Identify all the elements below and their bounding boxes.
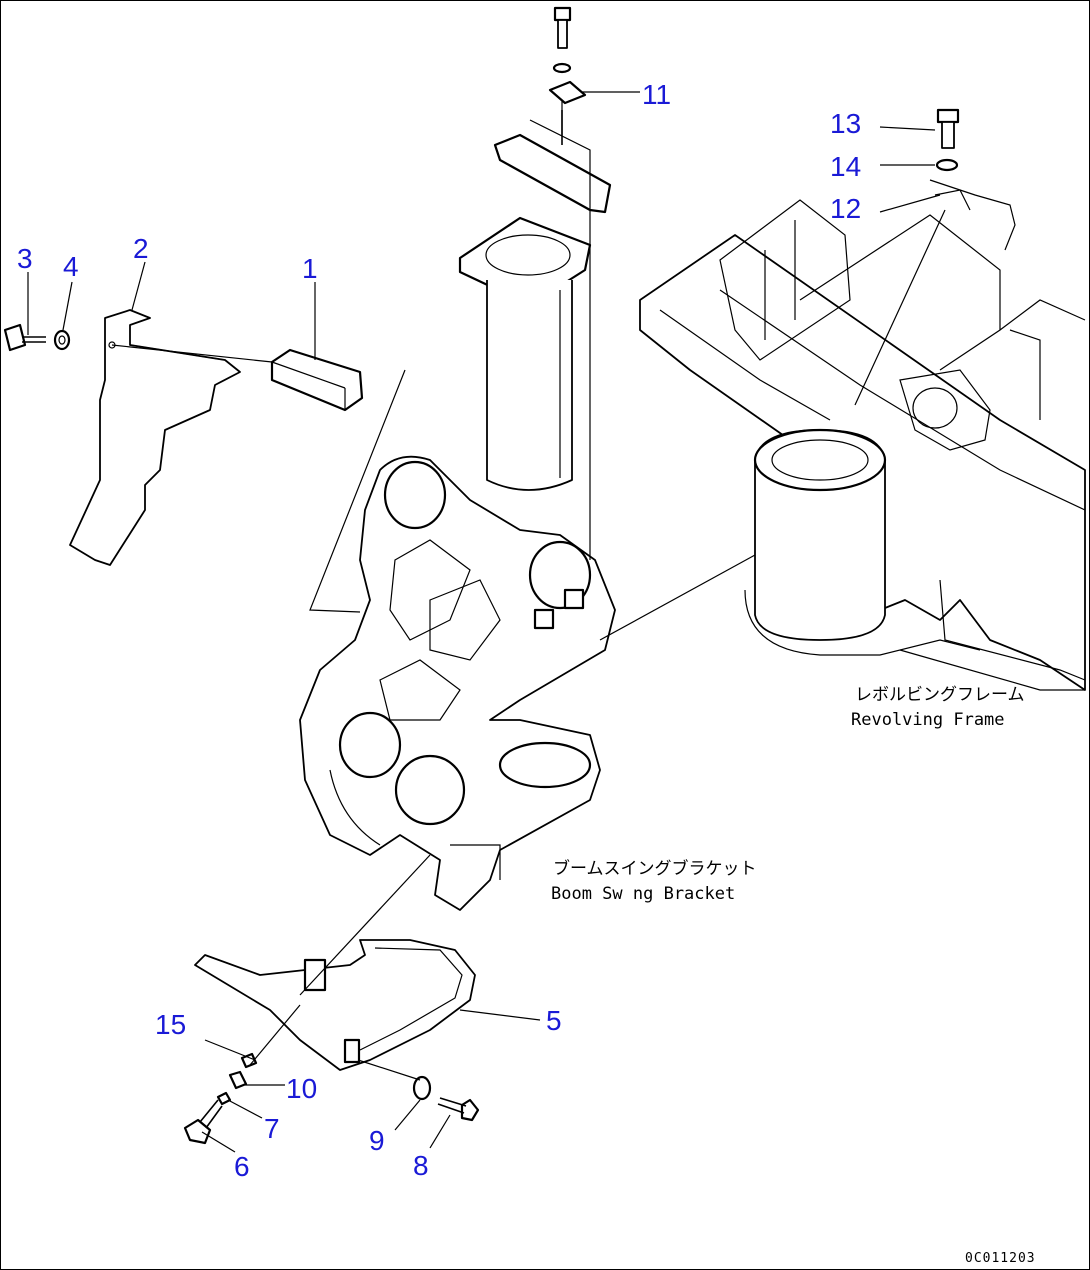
revolving-frame-label-jp: レボルビングフレーム bbox=[855, 685, 1025, 705]
revolving-frame-label-en: Revolving Frame bbox=[851, 710, 1005, 730]
callout-7: 7 bbox=[264, 1113, 280, 1144]
pin-tube-drawing bbox=[458, 216, 592, 491]
callout-14: 14 bbox=[830, 151, 861, 182]
callout-10: 10 bbox=[286, 1073, 317, 1104]
cover-2-drawing bbox=[69, 309, 241, 566]
boom-swing-bracket-label-en: Boom Sw ng Bracket bbox=[551, 884, 735, 904]
washer-10-drawing bbox=[228, 1070, 248, 1090]
washer-4-drawing bbox=[53, 329, 71, 351]
callout-8: 8 bbox=[413, 1150, 429, 1181]
washer-9-drawing bbox=[412, 1075, 432, 1101]
washer-7-drawing bbox=[216, 1091, 232, 1106]
leader-lines bbox=[27, 91, 941, 1153]
bolt-3-drawing bbox=[3, 323, 46, 352]
cover-5-drawing bbox=[194, 939, 476, 1071]
callout-15: 15 bbox=[155, 1009, 186, 1040]
callout-12: 12 bbox=[830, 193, 861, 224]
callout-2: 2 bbox=[133, 233, 149, 264]
bolt-11-drawing bbox=[548, 6, 587, 105]
callout-1: 1 bbox=[302, 253, 318, 284]
bolt-13-drawing bbox=[936, 108, 960, 149]
callout-3: 3 bbox=[17, 243, 33, 274]
boom-swing-bracket-drawing bbox=[299, 455, 616, 911]
spacer-15-drawing bbox=[240, 1052, 258, 1069]
revolving-frame-drawing bbox=[639, 199, 1086, 691]
callout-13: 13 bbox=[830, 108, 861, 139]
bolt-8-drawing bbox=[437, 1097, 480, 1122]
drawing-code: 0C011203 bbox=[965, 1251, 1036, 1266]
bolt-6-drawing bbox=[183, 1099, 223, 1145]
pad-1-drawing bbox=[270, 348, 406, 613]
clamp-12-drawing bbox=[854, 179, 1016, 406]
component-labels: レボルビングフレーム Revolving Frame ブームスイングブラケット … bbox=[551, 685, 1025, 904]
callout-5: 5 bbox=[546, 1005, 562, 1036]
callout-4: 4 bbox=[63, 251, 79, 282]
callout-labels: 1 2 3 4 5 6 7 8 9 10 11 12 13 14 15 bbox=[17, 79, 861, 1182]
plate-11-drawing bbox=[493, 110, 612, 225]
callout-11: 11 bbox=[642, 79, 671, 110]
boom-swing-bracket-label-jp: ブームスイングブラケット bbox=[553, 858, 757, 879]
callout-9: 9 bbox=[369, 1125, 385, 1156]
callout-6: 6 bbox=[234, 1151, 250, 1182]
washer-14-drawing bbox=[935, 158, 959, 172]
